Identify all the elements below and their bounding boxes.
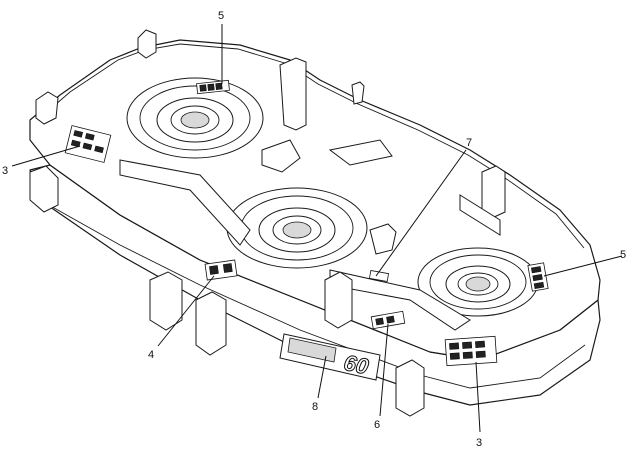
decal-3-bottom xyxy=(444,335,498,367)
spindle-center xyxy=(226,187,368,269)
right-rear-tab xyxy=(481,165,506,219)
decal-5-top xyxy=(196,79,230,95)
decal-6 xyxy=(370,310,406,330)
front-hanger-2 xyxy=(195,291,227,356)
center-bracket xyxy=(369,223,397,255)
left-side-bracket xyxy=(35,91,59,125)
decal-3-left xyxy=(64,125,112,163)
brand-plate: 60 xyxy=(279,333,381,381)
spindle-rear-left xyxy=(126,77,264,159)
callout-8: 8 xyxy=(312,401,318,413)
callout-5-right: 5 xyxy=(620,249,626,261)
front-hanger-3 xyxy=(324,271,353,329)
rear-left-bracket xyxy=(137,29,157,59)
front-hanger-1 xyxy=(149,271,183,331)
leader-3-left xyxy=(11,145,81,167)
rear-tab-center xyxy=(279,57,307,131)
callout-6: 6 xyxy=(374,419,380,431)
front-hanger-4 xyxy=(395,359,425,417)
belt-cover-mount xyxy=(328,139,393,166)
decal-5-right xyxy=(527,262,549,292)
leader-4 xyxy=(157,275,215,347)
callout-7: 7 xyxy=(466,137,472,149)
callout-3-bottom: 3 xyxy=(476,437,482,449)
leader-3-bottom xyxy=(475,361,481,433)
leader-5-right xyxy=(543,255,623,277)
left-front-hanger xyxy=(29,165,59,213)
baffle-left xyxy=(119,159,251,246)
callout-4: 4 xyxy=(148,349,154,361)
right-side-bracket xyxy=(459,194,501,236)
leader-6 xyxy=(379,323,389,417)
leader-8 xyxy=(317,355,327,399)
leader-7 xyxy=(375,149,467,277)
decal-4 xyxy=(204,259,238,281)
rear-post xyxy=(351,81,365,105)
idler-arm-plate xyxy=(261,139,301,173)
decal-7 xyxy=(368,270,390,282)
callout-3-left: 3 xyxy=(2,165,8,177)
callout-5-top: 5 xyxy=(218,10,224,22)
